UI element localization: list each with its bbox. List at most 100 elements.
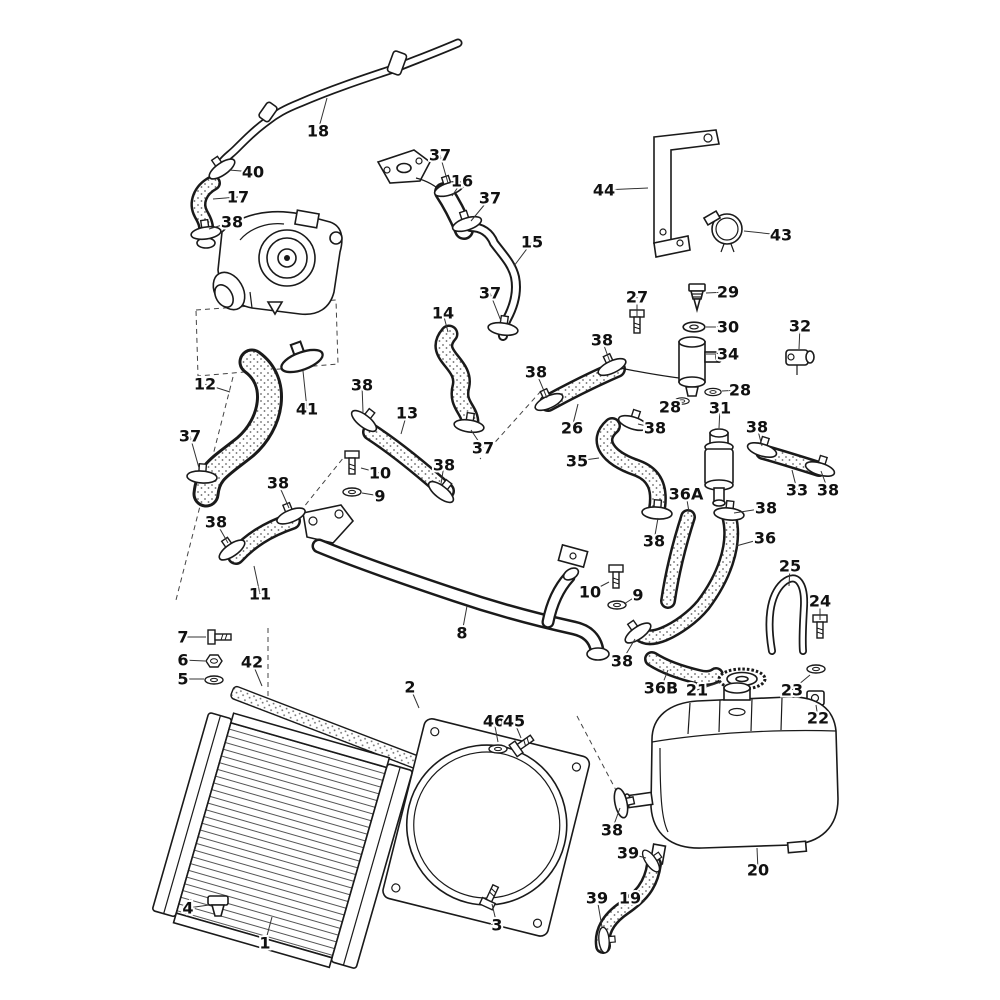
part-callout-13: 13 xyxy=(396,404,418,423)
leader-line-31 xyxy=(718,407,721,429)
leader-line-13 xyxy=(400,412,408,435)
part-callout-35: 35 xyxy=(566,452,588,471)
leader-line-39 xyxy=(627,852,647,859)
part-callout-30: 30 xyxy=(717,318,739,337)
leader-line-38 xyxy=(637,423,656,429)
part-callout-21: 21 xyxy=(686,681,708,700)
part-callout-38: 38 xyxy=(221,213,243,232)
washer-9-right xyxy=(607,600,627,610)
part-callout-39: 39 xyxy=(617,844,639,863)
leader-line-36B xyxy=(660,669,669,689)
leader-line-38 xyxy=(361,384,364,413)
part-callout-24: 24 xyxy=(809,592,831,611)
part-callout-4: 4 xyxy=(182,899,193,918)
part-callout-9: 9 xyxy=(374,487,385,506)
part-callout-7: 7 xyxy=(177,628,188,647)
bracket-44 xyxy=(653,129,720,258)
leader-line-41 xyxy=(302,370,308,410)
part-callout-26: 26 xyxy=(561,419,583,438)
part-callout-36B: 36B xyxy=(644,679,678,698)
part-callout-46: 46 xyxy=(483,712,505,731)
washer-46 xyxy=(488,744,508,754)
part-callout-38: 38 xyxy=(591,331,613,350)
leader-line-38 xyxy=(653,517,659,542)
bolt-10-left xyxy=(344,450,360,475)
leader-line-10 xyxy=(589,581,610,593)
washer-5 xyxy=(204,675,224,685)
part-callout-10: 10 xyxy=(579,583,601,602)
leader-line-42 xyxy=(251,661,263,687)
leader-line-36A xyxy=(685,493,690,513)
part-callout-6: 6 xyxy=(177,651,188,670)
part-callout-28: 28 xyxy=(729,381,751,400)
leader-line-38 xyxy=(208,221,233,230)
part-callout-38: 38 xyxy=(267,474,289,493)
part-callout-3: 3 xyxy=(491,916,502,935)
clamp-38-hose33-right xyxy=(803,451,839,480)
clamp-38-tank-nipple xyxy=(611,784,638,820)
leader-line-37 xyxy=(439,154,449,184)
leader-line-28 xyxy=(721,389,741,392)
leader-line-12 xyxy=(204,383,231,393)
thermostat-housing-34 xyxy=(619,336,723,397)
part-callout-33: 33 xyxy=(786,481,808,500)
part-callout-43: 43 xyxy=(770,226,792,245)
part-callout-14: 14 xyxy=(432,304,454,323)
bolt-10-right xyxy=(608,564,624,589)
leader-line-38 xyxy=(535,371,548,399)
part-callout-36A: 36A xyxy=(669,485,704,504)
water-pipe-15 xyxy=(465,222,521,341)
clamp-38-hose11-right xyxy=(271,497,308,528)
hose-35 xyxy=(595,417,667,518)
leader-line-10 xyxy=(360,467,381,474)
part-callout-37: 37 xyxy=(479,189,501,208)
radiator-1 xyxy=(152,712,413,969)
pipe-bracket xyxy=(386,50,408,76)
part-callout-37: 37 xyxy=(479,284,501,303)
part-callout-38: 38 xyxy=(746,418,768,437)
part-callout-20: 20 xyxy=(747,861,769,880)
part-callout-40: 40 xyxy=(242,163,264,182)
pipe-bracket xyxy=(258,101,278,123)
clamp-38-hose17 xyxy=(188,217,223,242)
hose-25 xyxy=(765,574,809,655)
leader-line-46 xyxy=(493,720,499,743)
leader-line-43 xyxy=(743,230,782,236)
leader-line-21 xyxy=(696,681,722,691)
part-callout-45: 45 xyxy=(503,712,525,731)
leader-line-25 xyxy=(788,565,791,587)
temperature-sensor-29 xyxy=(688,283,706,314)
sealing-ring-30 xyxy=(682,321,706,333)
leader-line-45 xyxy=(513,720,522,739)
part-callout-36: 36 xyxy=(754,529,776,548)
part-callout-1: 1 xyxy=(259,934,270,953)
part-callout-10: 10 xyxy=(369,464,391,483)
water-pump-assembly xyxy=(196,209,343,316)
part-callout-27: 27 xyxy=(626,288,648,307)
drain-plug-4 xyxy=(207,895,229,917)
hose-11 xyxy=(227,512,301,565)
leader-line-4 xyxy=(187,904,210,909)
part-callout-29: 29 xyxy=(717,283,739,302)
leader-line-32 xyxy=(798,325,801,350)
leader-line-22 xyxy=(815,704,819,719)
washer-9-left xyxy=(342,487,362,497)
part-callout-38: 38 xyxy=(601,821,623,840)
part-callout-28: 28 xyxy=(659,398,681,417)
leader-line-9 xyxy=(361,492,381,497)
leader-line-35 xyxy=(576,457,600,462)
leader-line-23 xyxy=(791,674,811,691)
part-callout-16: 16 xyxy=(451,172,473,191)
part-callout-44: 44 xyxy=(593,181,615,200)
leader-line-44 xyxy=(603,187,649,191)
leader-line-15 xyxy=(513,241,533,267)
leader-line-40 xyxy=(228,169,254,173)
leader-line-16 xyxy=(451,180,463,197)
leader-line-39 xyxy=(596,897,603,928)
part-callout-38: 38 xyxy=(755,499,777,518)
leader-line-14 xyxy=(442,312,449,333)
part-callout-41: 41 xyxy=(296,400,318,419)
leader-line-37 xyxy=(189,435,200,469)
